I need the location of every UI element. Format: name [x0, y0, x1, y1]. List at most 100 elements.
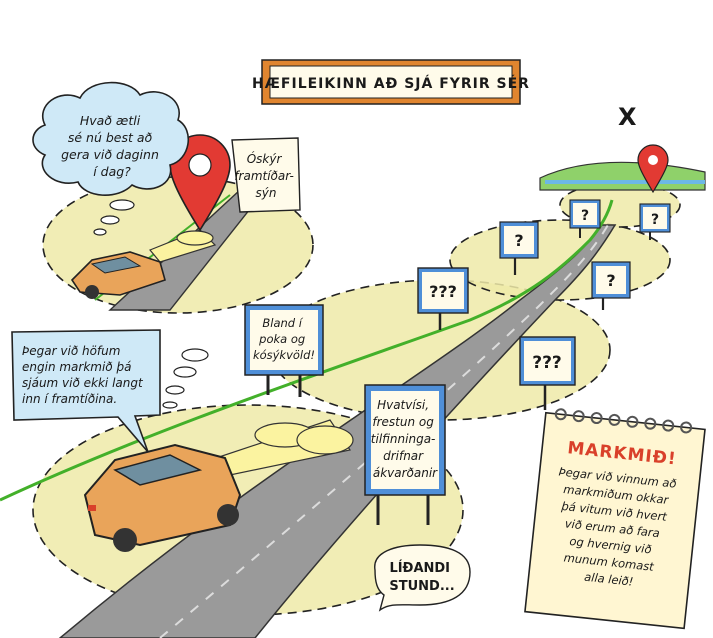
pin-small-icon: [637, 144, 669, 194]
road-grass-edge: [0, 199, 614, 502]
goal-note-ring: [554, 408, 567, 421]
sign-q-2-face: [596, 266, 626, 294]
title-frame-inner: [269, 65, 513, 99]
car-small-window: [90, 256, 142, 274]
sign-bland-line-1: Bland í: [262, 316, 303, 330]
no-goal-dot-2: [173, 366, 197, 378]
thought-text: Hvað ætli sé nú best að gera við daginn …: [61, 113, 163, 179]
sign-bland-line-2: poka og: [258, 332, 305, 346]
car-large-light: [88, 505, 96, 511]
blurry-line-2: framtíðar-: [234, 169, 294, 183]
goal-note-line-7: alla leið!: [584, 570, 634, 589]
sign-bland-text: Bland í poka og kósýkvöld!: [253, 316, 315, 362]
sign-impulse-line-2: frestun og: [372, 415, 434, 429]
blurry-line-1: Óskýr: [247, 151, 283, 166]
no-goal-bubble-shape: [11, 329, 161, 453]
sign-impulse-text: Hvatvísi, frestun og tilfinninga- drifna…: [371, 398, 439, 480]
thought-dot-2: [100, 215, 120, 225]
horizon-hills: [539, 161, 706, 191]
blurry-line-3: sýn: [256, 186, 277, 200]
sign-impulse-line-1: Hvatvísi,: [377, 398, 429, 412]
blurry-future-label: Óskýr framtíðar- sýn: [231, 137, 301, 213]
goal-note-ring: [608, 413, 621, 426]
thought-line-1: Hvað ætli: [80, 113, 141, 128]
title-banner: HÆFILEIKINN AÐ SJÁ FYRIR SÉR: [252, 59, 530, 105]
no-goal-line-2: engin markmið þá: [22, 360, 131, 374]
pin-large-icon: [169, 134, 231, 232]
passing-moment-text: LÍÐANDI STUND...: [389, 560, 454, 594]
no-goal-dot-1: [181, 348, 209, 362]
thought-cloud: Hvað ætli sé nú best að gera við daginn …: [32, 81, 190, 236]
sign-bland-line-3: kósýkvöld!: [253, 348, 315, 362]
passing-moment-line-1: LÍÐANDI: [389, 560, 450, 576]
goal-note: MARKMIÐ! Þegar við vinnum að markmiðum o…: [524, 408, 706, 630]
goal-note-ring: [644, 417, 657, 430]
sign-impulse-face: [371, 391, 439, 489]
sign-q-2: ?: [591, 261, 631, 310]
no-goal-line-4: inn í framtíðina.: [22, 392, 117, 406]
passing-moment: LÍÐANDI STUND...: [374, 544, 471, 612]
sign-q-3-face: [573, 203, 597, 225]
thought-line-2: sé nú best að: [68, 130, 153, 145]
sign-q-3: ?: [569, 199, 601, 238]
sign-q-1-face: [504, 226, 534, 254]
sign-impulse-line-4: drifnar: [383, 449, 424, 463]
sign-qqq-2-face: [524, 341, 571, 381]
sign-impulse-line-5: ákvarðanir: [373, 466, 438, 480]
car-large-wheel-2: [217, 504, 239, 526]
beam-small-spot: [176, 230, 214, 246]
sign-q-4: ?: [639, 203, 671, 240]
sign-impulse-line-3: tilfinninga-: [371, 432, 436, 446]
thought-line-4: í dag?: [93, 164, 131, 179]
thought-line-3: gera við daginn: [61, 147, 159, 162]
sign-qqq-1-text: ???: [429, 282, 457, 301]
no-goal-line-3: sjáum við ekki langt: [22, 376, 144, 390]
passing-moment-shape: [374, 544, 471, 612]
passing-moment-line-2: STUND...: [389, 579, 454, 594]
no-goal-bubble: Þegar við höfum engin markmið þá sjáum v…: [11, 329, 209, 453]
sign-impulse: Hvatvísi, frestun og tilfinninga- drifna…: [364, 384, 446, 525]
goal-note-ring: [626, 415, 639, 428]
no-goal-dot-3: [165, 385, 185, 395]
sign-q-1-text: ?: [514, 231, 523, 250]
sign-qqq-1-face: [422, 272, 464, 309]
goal-note-ring: [662, 419, 675, 432]
sign-bland: Bland í poka og kósýkvöld!: [244, 304, 324, 397]
road-center-line: [159, 224, 609, 638]
car-small-wheel: [85, 285, 99, 299]
sign-q-4-text: ?: [651, 212, 659, 228]
thought-dot-3: [93, 228, 107, 236]
car-large-window: [113, 454, 203, 486]
page-title: HÆFILEIKINN AÐ SJÁ FYRIR SÉR: [252, 75, 530, 92]
sign-qqq-2-text: ???: [532, 353, 562, 373]
no-goal-dot-4: [162, 401, 178, 409]
sign-qqq-1: ???: [417, 267, 469, 330]
sign-bland-face: [250, 310, 318, 370]
sign-q-1: ?: [499, 221, 539, 275]
goal-note-ring: [572, 410, 585, 423]
x-mark: X: [618, 103, 637, 131]
car-small: [70, 251, 166, 299]
sign-qqq-2: ???: [519, 336, 576, 410]
sign-q-4-face: [643, 207, 667, 229]
sign-q-2-text: ?: [606, 271, 615, 290]
no-goal-line-1: Þegar við höfum: [22, 344, 120, 358]
goal-note-ring: [680, 421, 693, 434]
thought-dot-1: [109, 199, 135, 211]
beam-spot-2: [296, 425, 354, 455]
pin-large-hole: [188, 153, 212, 177]
blurry-bubble: [231, 137, 301, 213]
goal-note-ring: [590, 412, 603, 425]
sign-q-3-text: ?: [581, 208, 589, 224]
no-goal-text: Þegar við höfum engin markmið þá sjáum v…: [22, 344, 147, 406]
hill-back: [539, 161, 706, 191]
blurry-text: Óskýr framtíðar- sýn: [234, 151, 297, 200]
car-large: [83, 443, 242, 552]
goal-note-paper: [524, 411, 706, 630]
goal-note-rings: [554, 408, 693, 434]
pin-small-hole: [648, 155, 658, 165]
car-large-wheel-1: [113, 528, 137, 552]
thought-cloud-shape: [32, 81, 190, 196]
map-pins: [169, 134, 669, 232]
